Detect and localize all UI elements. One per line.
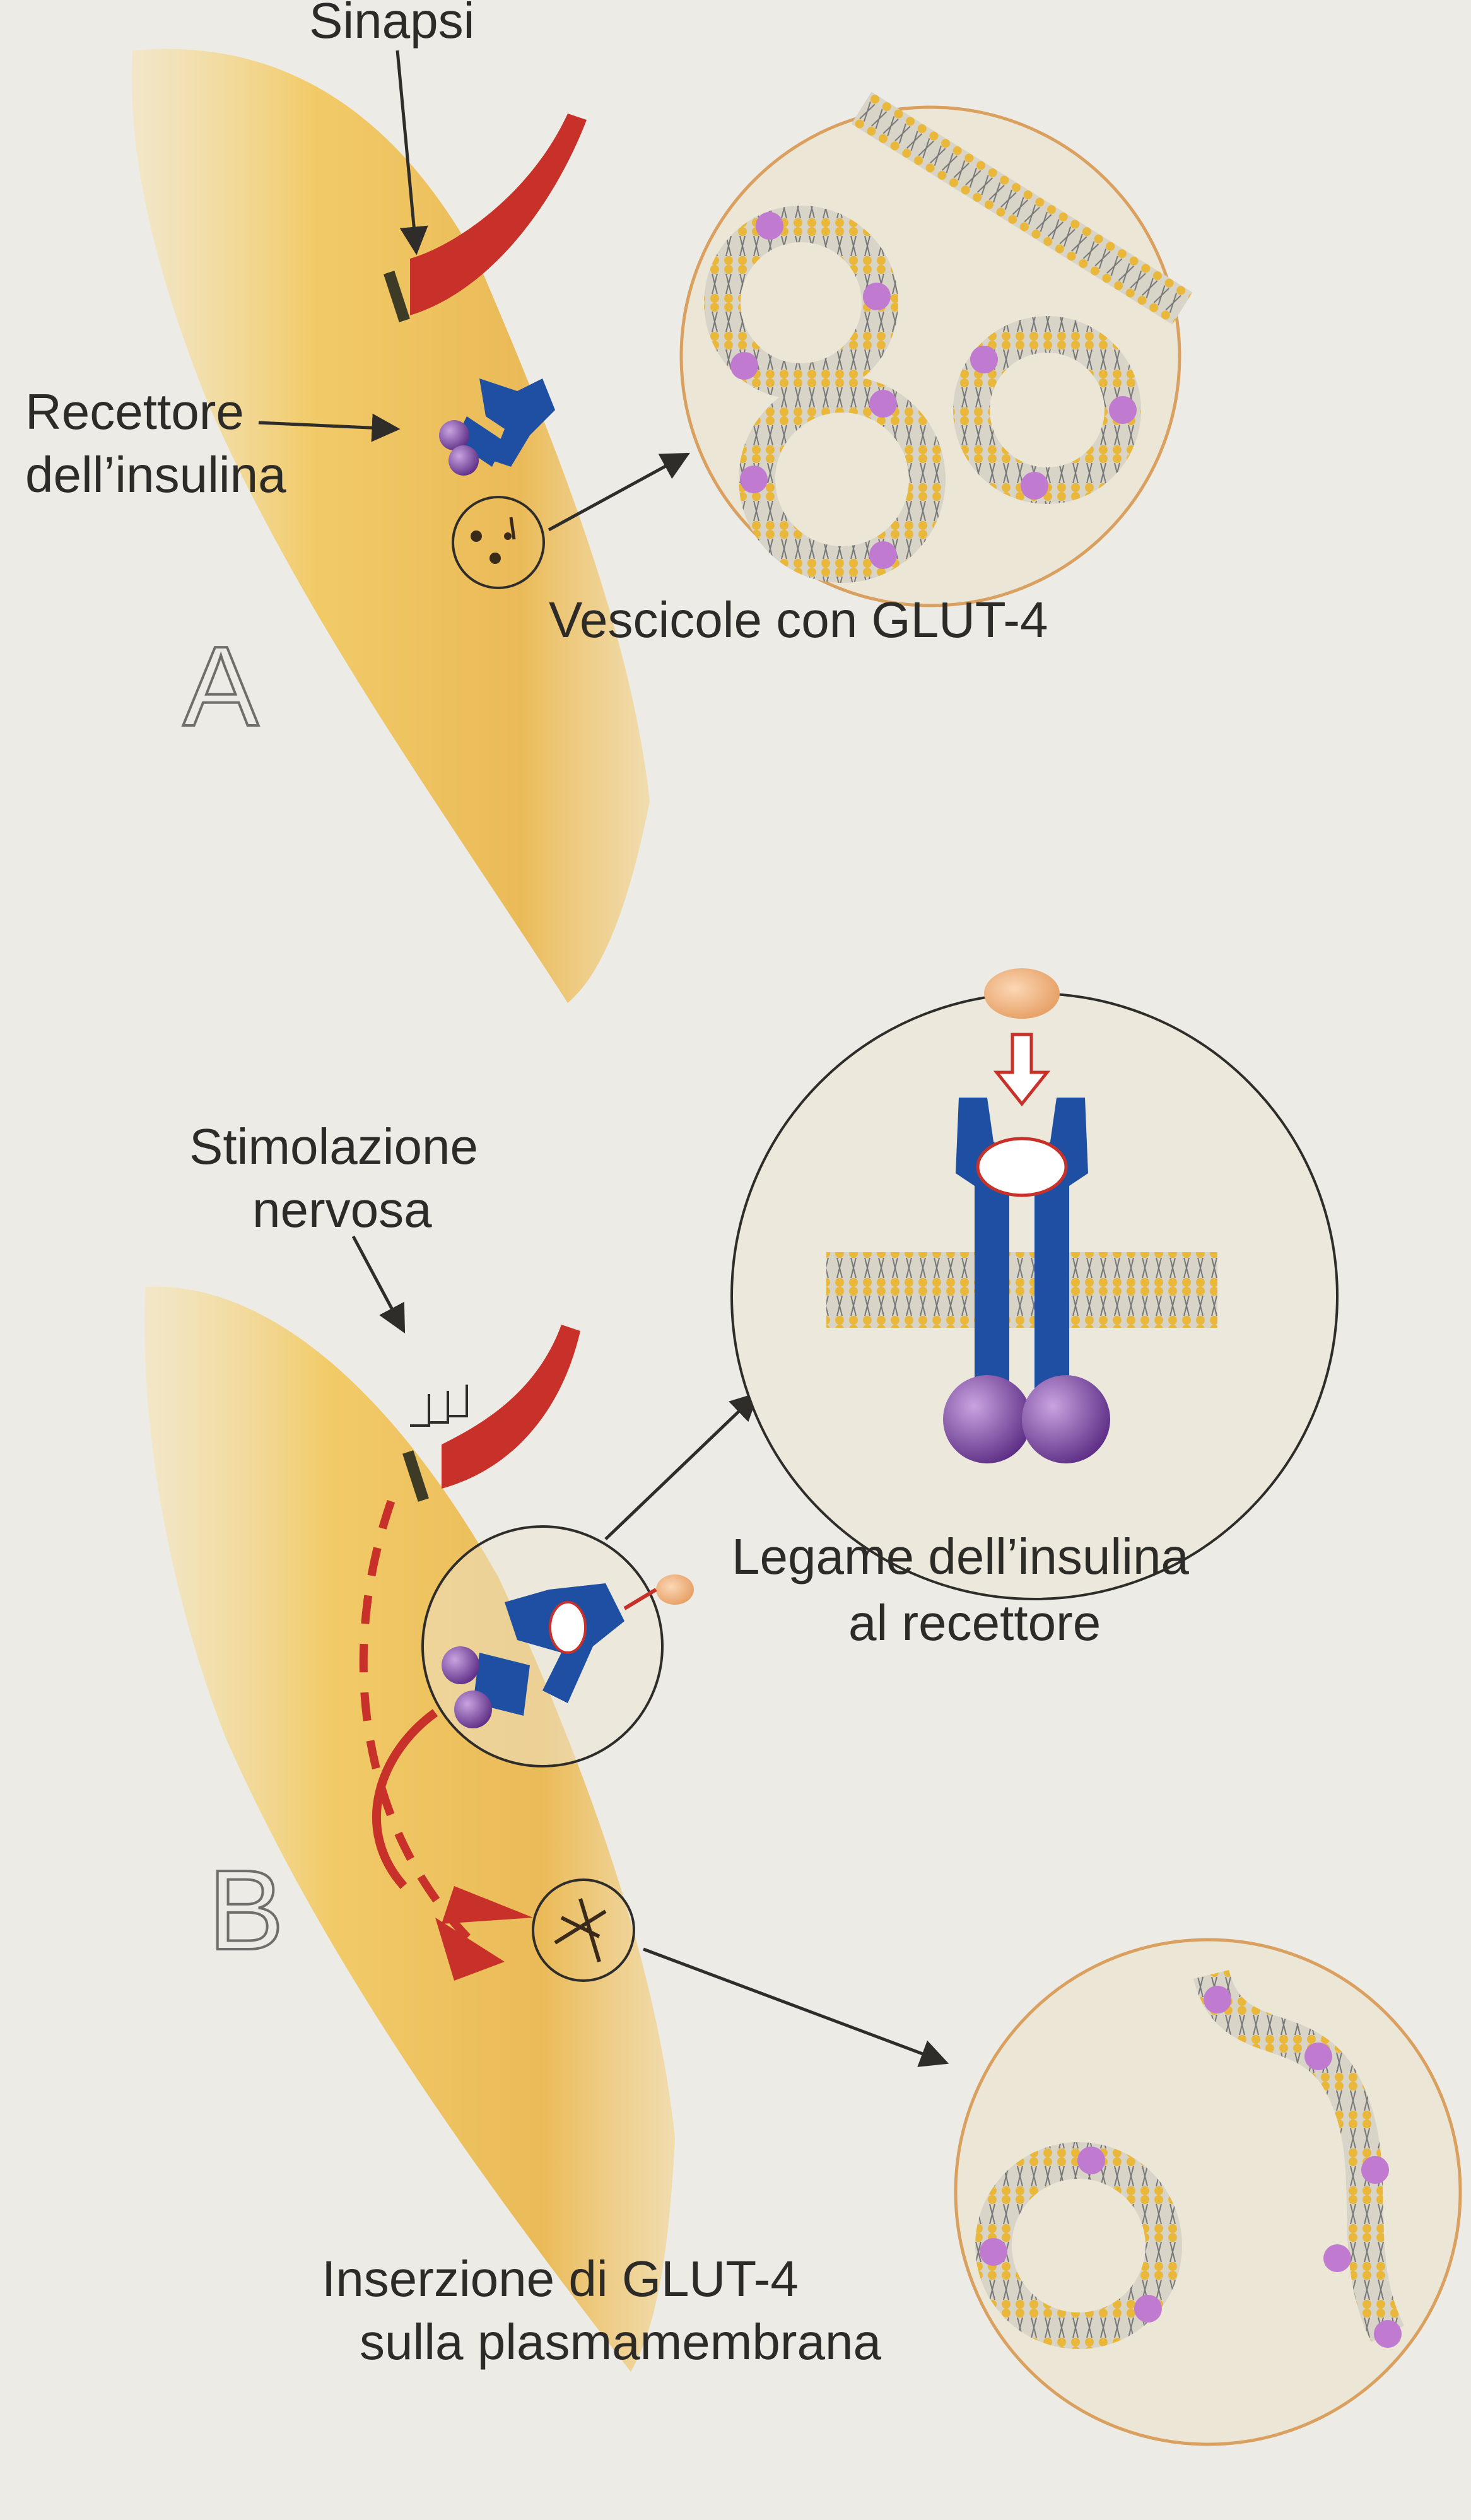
vesicle-icon (704, 206, 898, 400)
receptor-zoom-small (421, 1525, 694, 1767)
insulin-receptor-icon (943, 1098, 1110, 1463)
recettore-pointer (258, 413, 401, 442)
legame-label-line1: Legame dell’insulina (732, 1528, 1189, 1585)
signal-dashed-arrowhead (435, 1918, 505, 1981)
inserzione-label-line2: sulla plasmamembrana (360, 2314, 882, 2370)
insulin-receptor-icon (442, 1574, 694, 1728)
nerve-terminal-icon (402, 1325, 580, 1502)
insulin-receptor-icon (439, 378, 555, 476)
vesicle-icon (975, 2142, 1182, 2349)
nerve-terminal-icon (384, 114, 587, 322)
panel-b: Stimolazione nervosa (144, 968, 1462, 2446)
insertion-zoom-arrow (643, 1947, 949, 2067)
plasma-membrane (826, 1252, 1217, 1328)
inserzione-label-line1: Inserzione di GLUT-4 (322, 2251, 799, 2307)
vesicle-cluster-small-b (532, 1878, 635, 1982)
panel-a: Sinapsi Recettore dell’insulina (25, 0, 1193, 1003)
vesicle-icon (953, 316, 1141, 504)
insertion-zoom-circle (954, 1938, 1462, 2446)
fused-membrane (1193, 1969, 1405, 2342)
stimolazione-label-line1: Stimolazione (189, 1118, 478, 1175)
vesicle-zoom-circle-a (679, 91, 1193, 607)
insulin-icon (984, 968, 1060, 1019)
recettore-label-line2: dell’insulina (25, 447, 286, 503)
panel-a-letter: A (183, 623, 259, 750)
translocation-arrow (372, 1709, 438, 1889)
sinapsi-pointer (396, 50, 428, 255)
vesicle-cluster-small-a (452, 496, 545, 589)
vesicle-icon (739, 376, 946, 583)
recettore-label-line1: Recettore (25, 384, 244, 440)
receptor-zoom-circle (730, 968, 1339, 1600)
legame-label-line2: al recettore (848, 1595, 1101, 1651)
vescicole-label: Vescicole con GLUT-4 (549, 592, 1048, 648)
stimolazione-label-line2: nervosa (252, 1181, 432, 1238)
muscle-fiber-b (144, 1286, 675, 2372)
translocation-arrowhead (442, 1886, 533, 1924)
panel-b-letter: B (208, 1847, 284, 1974)
signal-dashed-arrow (359, 1499, 483, 1952)
sinapsi-label: Sinapsi (309, 0, 474, 49)
muscle-fiber-a (131, 49, 650, 1003)
stimolazione-pointer (351, 1235, 406, 1333)
vesicle-zoom-arrow-a (548, 452, 690, 532)
receptor-zoom-arrow (604, 1392, 759, 1540)
binding-arrow-icon (993, 1033, 1051, 1107)
